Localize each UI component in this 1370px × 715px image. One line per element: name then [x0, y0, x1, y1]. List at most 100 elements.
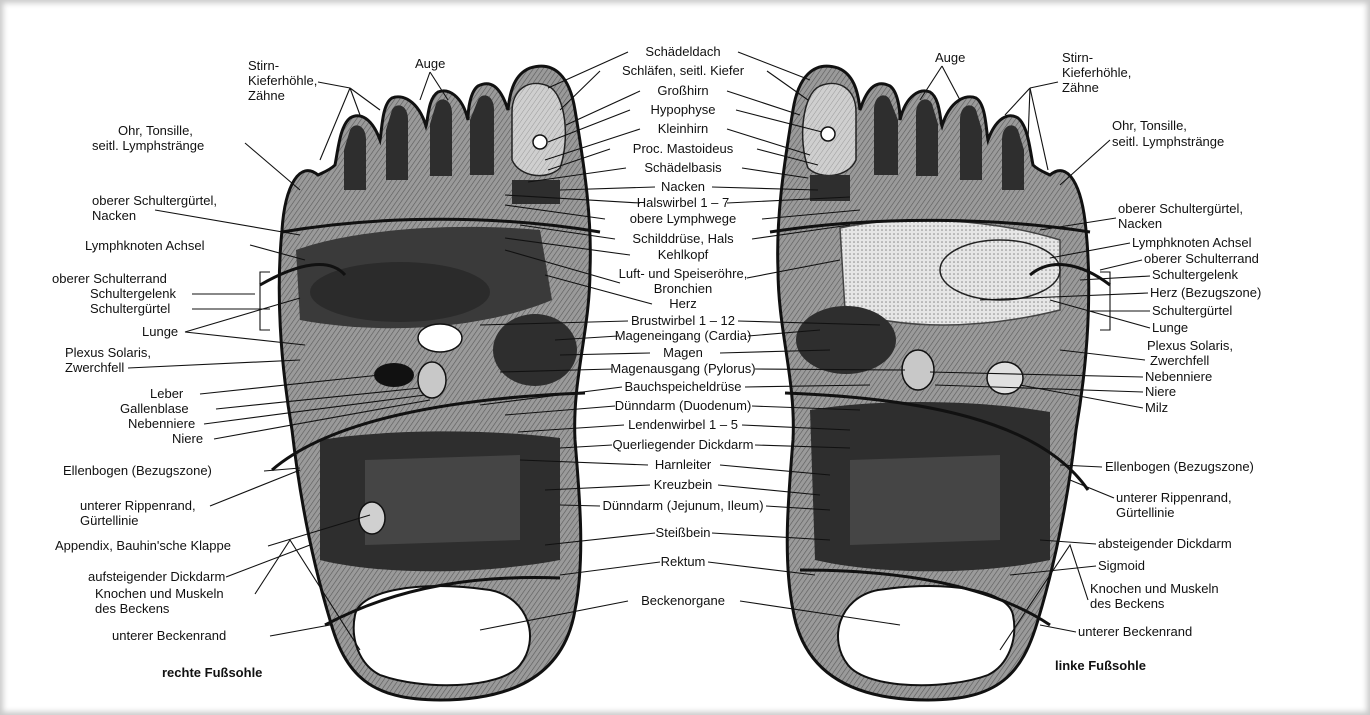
center-labels: Schädeldach Schläfen, seitl. Kiefer Groß…	[602, 44, 763, 608]
label-l-schulterguertel: Schultergürtel	[1152, 303, 1232, 318]
label-l-nebenniere: Nebenniere	[1145, 369, 1212, 384]
label-r-plexus: Plexus Solaris,	[65, 345, 151, 360]
label-r-kieferhoehle: Kieferhöhle,	[248, 73, 317, 88]
label-l-beckenrand: unterer Beckenrand	[1078, 624, 1192, 639]
label-l-obschulter: oberer Schultergürtel,	[1118, 201, 1243, 216]
label-lendenwirbel: Lendenwirbel 1 – 5	[628, 417, 738, 432]
label-querdickdarm: Querliegender Dickdarm	[613, 437, 754, 452]
label-r-rippenrand: unterer Rippenrand,	[80, 498, 196, 513]
label-l-lymphstraenge: seitl. Lymphstränge	[1112, 134, 1224, 149]
label-bronchien: Bronchien	[654, 281, 713, 296]
left-spleen-spot	[987, 362, 1023, 394]
label-r-zaehne: Zähne	[248, 88, 285, 103]
right-neck-zone	[512, 180, 560, 204]
right-appendix-spot	[359, 502, 385, 534]
label-l-achsel: Lymphknoten Achsel	[1132, 235, 1252, 250]
label-kleinhirn: Kleinhirn	[658, 121, 709, 136]
label-duodenum: Dünndarm (Duodenum)	[615, 398, 752, 413]
label-rektum: Rektum	[661, 554, 706, 569]
label-schlaefen: Schläfen, seitl. Kiefer	[622, 63, 745, 78]
label-l-nacken: Nacken	[1118, 216, 1162, 231]
label-r-galle: Gallenblase	[120, 401, 189, 416]
caption-left-sole: linke Fußsohle	[1055, 658, 1146, 673]
label-r-leber: Leber	[150, 386, 184, 401]
right-hypophyse-spot	[533, 135, 547, 149]
label-r-guertellinie: Gürtellinie	[80, 513, 139, 528]
label-r-aufsteigend: aufsteigender Dickdarm	[88, 569, 225, 584]
label-brustwirbel: Brustwirbel 1 – 12	[631, 313, 735, 328]
label-l-milz: Milz	[1145, 400, 1168, 415]
label-r-auge: Auge	[415, 56, 445, 71]
label-jejunum: Dünndarm (Jejunum, Ileum)	[602, 498, 763, 513]
label-r-beckenrand: unterer Beckenrand	[112, 628, 226, 643]
label-r-knochen: Knochen und Muskeln	[95, 586, 224, 601]
right-lung-zone	[310, 262, 490, 322]
label-r-obschulter: oberer Schultergürtel,	[92, 193, 217, 208]
right-heart-spot	[418, 324, 462, 352]
label-l-schultergelenk: Schultergelenk	[1152, 267, 1238, 282]
label-l-zaehne: Zähne	[1062, 80, 1099, 95]
left-stomach-zone	[796, 306, 896, 374]
label-l-herzbezug: Herz (Bezugszone)	[1150, 285, 1261, 300]
left-hypophyse-spot	[821, 127, 835, 141]
label-magen: Magen	[663, 345, 703, 360]
label-l-schulterrand: oberer Schulterrand	[1144, 251, 1259, 266]
label-l-stirn: Stirn-	[1062, 50, 1093, 65]
label-schaedeldach: Schädeldach	[645, 44, 720, 59]
label-r-stirn: Stirn-	[248, 58, 279, 73]
left-foot-sole	[770, 66, 1110, 700]
label-beckenorgane: Beckenorgane	[641, 593, 725, 608]
right-kidney-spot	[418, 362, 446, 398]
label-magenausgang: Magenausgang (Pylorus)	[610, 361, 755, 376]
label-schaedelbasis: Schädelbasis	[644, 160, 722, 175]
label-kehlkopf: Kehlkopf	[658, 247, 709, 262]
label-r-nebenniere: Nebenniere	[128, 416, 195, 431]
label-halswirbel: Halswirbel 1 – 7	[637, 195, 730, 210]
label-lymphwege: obere Lymphwege	[630, 211, 736, 226]
left-lung-zone	[940, 240, 1060, 300]
left-kidney-spot	[902, 350, 934, 390]
label-r-lymphstraenge: seitl. Lymphstränge	[92, 138, 204, 153]
label-bauchspeichel: Bauchspeicheldrüse	[624, 379, 741, 394]
right-big-toe-zone	[512, 84, 565, 176]
label-l-zwerchfell: Zwerchfell	[1150, 353, 1209, 368]
label-r-ellenbogen: Ellenbogen (Bezugszone)	[63, 463, 212, 478]
label-steissbein: Steißbein	[656, 525, 711, 540]
label-harnleiter: Harnleiter	[655, 457, 712, 472]
label-r-zwerchfell: Zwerchfell	[65, 360, 124, 375]
left-intestine-zone	[850, 455, 1000, 545]
label-l-ellenbogen: Ellenbogen (Bezugszone)	[1105, 459, 1254, 474]
label-kreuzbein: Kreuzbein	[654, 477, 713, 492]
label-l-kieferhoehle: Kieferhöhle,	[1062, 65, 1131, 80]
label-hypophyse: Hypophyse	[650, 102, 715, 117]
label-r-nacken: Nacken	[92, 208, 136, 223]
label-r-schulterrand: oberer Schulterrand	[52, 271, 167, 286]
label-schilddruese: Schilddrüse, Hals	[632, 231, 734, 246]
label-l-knochen: Knochen und Muskeln	[1090, 581, 1219, 596]
label-nacken: Nacken	[661, 179, 705, 194]
label-r-schulterguertel: Schultergürtel	[90, 301, 170, 316]
label-mageneingang: Mageneingang (Cardia)	[615, 328, 752, 343]
label-r-appendix: Appendix, Bauhin'sche Klappe	[55, 538, 231, 553]
label-mastoideus: Proc. Mastoideus	[633, 141, 734, 156]
label-r-beckens: des Beckens	[95, 601, 170, 616]
label-l-niere: Niere	[1145, 384, 1176, 399]
label-grosshirn: Großhirn	[657, 83, 708, 98]
label-luftroehre: Luft- und Speiseröhre,	[619, 266, 748, 281]
label-r-schultergelenk: Schultergelenk	[90, 286, 176, 301]
label-r-niere: Niere	[172, 431, 203, 446]
right-intestine-zone	[365, 455, 520, 545]
label-l-rippenrand: unterer Rippenrand,	[1116, 490, 1232, 505]
label-l-beckens: des Beckens	[1090, 596, 1165, 611]
label-herz: Herz	[669, 296, 696, 311]
label-r-lunge: Lunge	[142, 324, 178, 339]
label-l-sigmoid: Sigmoid	[1098, 558, 1145, 573]
label-l-ohr: Ohr, Tonsille,	[1112, 118, 1187, 133]
label-l-absteigend: absteigender Dickdarm	[1098, 536, 1232, 551]
label-l-auge: Auge	[935, 50, 965, 65]
label-l-guertellinie: Gürtellinie	[1116, 505, 1175, 520]
caption-right-sole: rechte Fußsohle	[162, 665, 262, 680]
label-r-ohr: Ohr, Tonsille,	[118, 123, 193, 138]
left-heel-zone	[838, 586, 1014, 685]
